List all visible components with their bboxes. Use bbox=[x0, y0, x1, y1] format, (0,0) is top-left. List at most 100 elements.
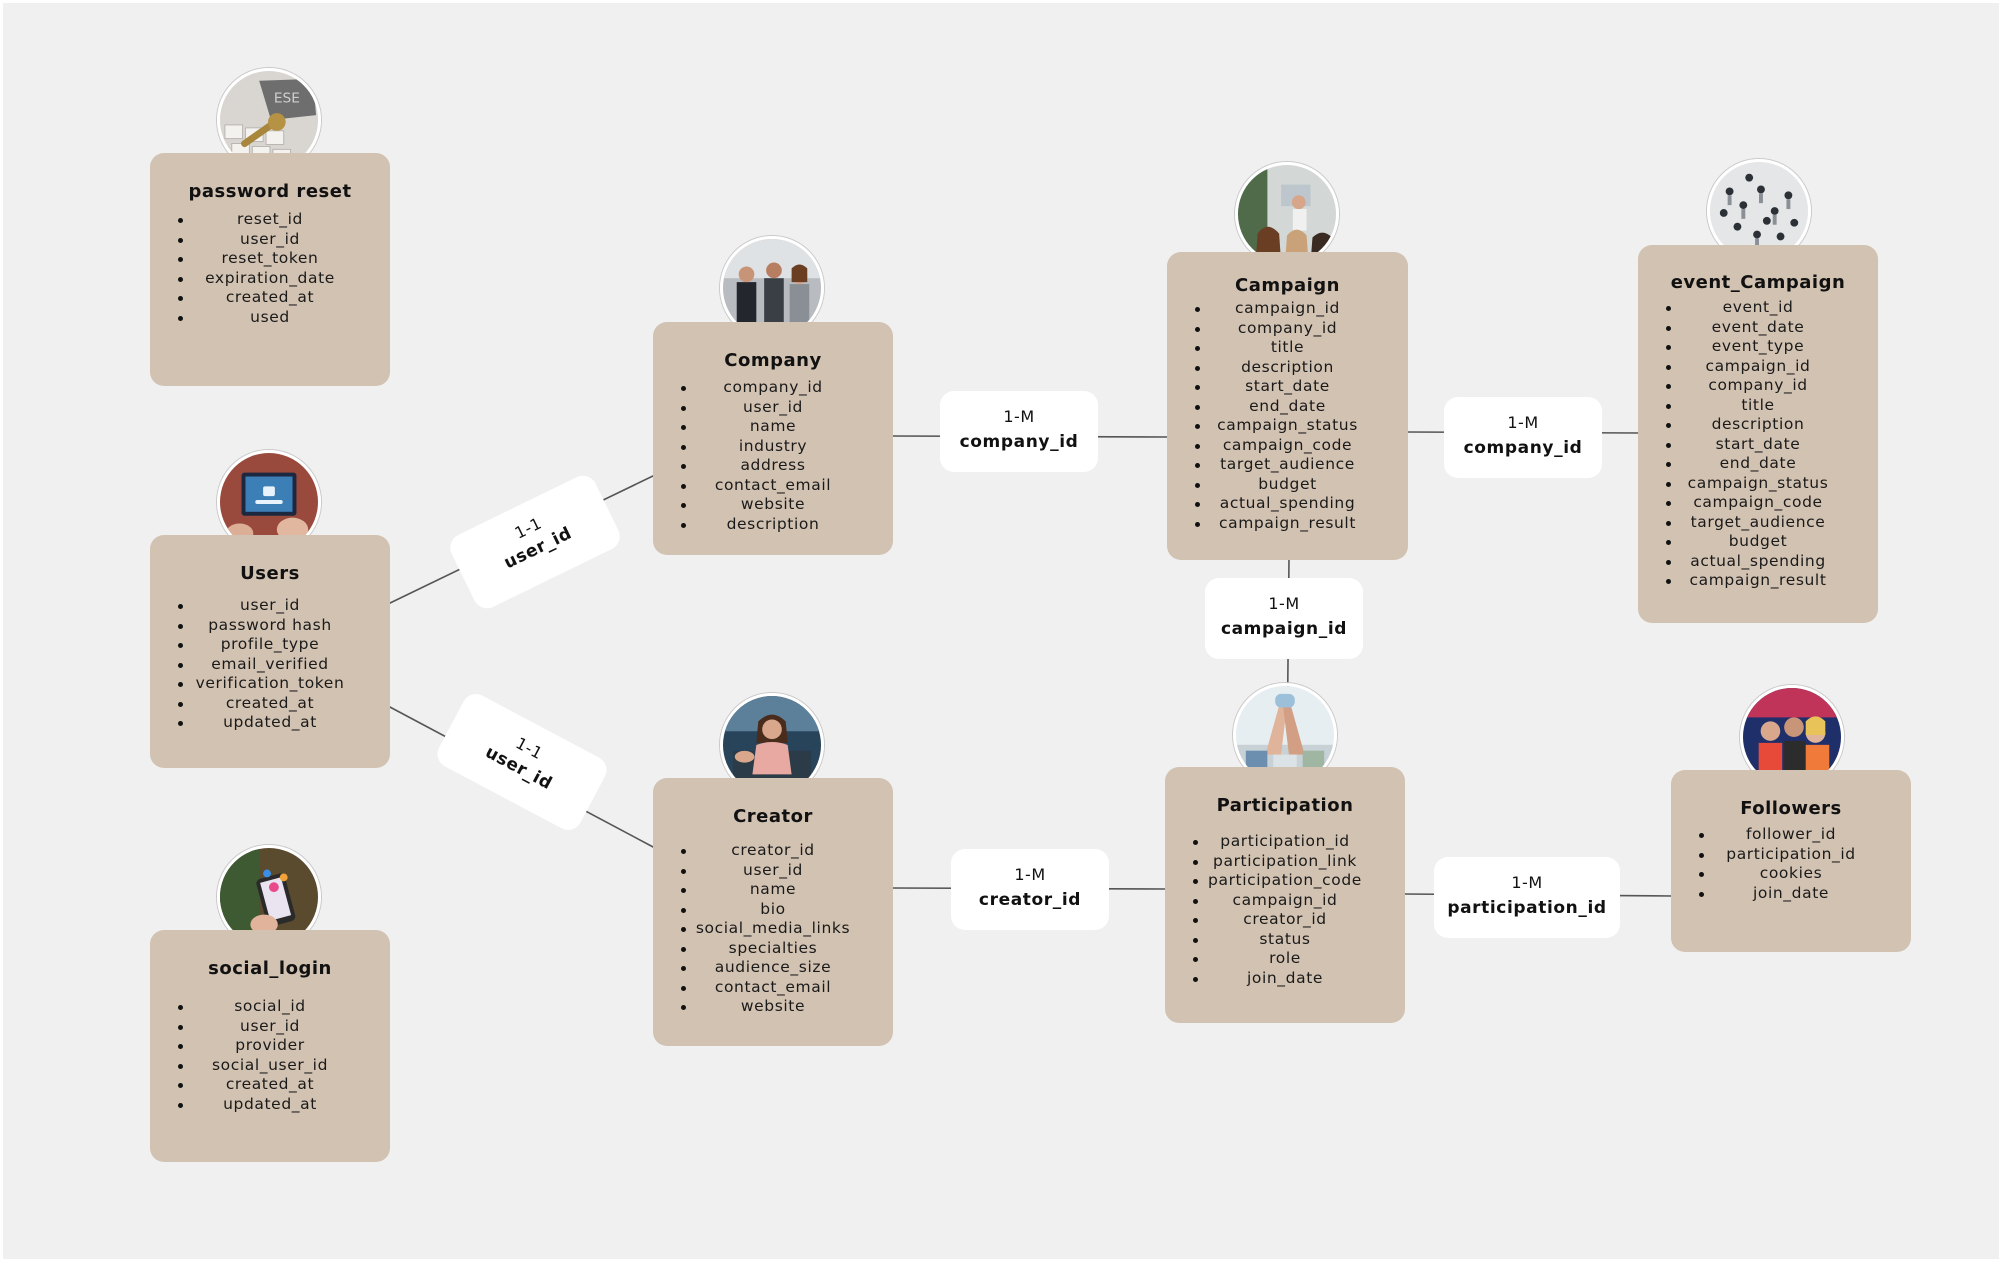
field: creator_id bbox=[1165, 910, 1405, 930]
field: description bbox=[1167, 358, 1408, 378]
field: target_audience bbox=[1638, 513, 1878, 533]
field: email_verified bbox=[150, 655, 390, 675]
field: website bbox=[653, 997, 893, 1017]
field: join_date bbox=[1165, 969, 1405, 989]
field: budget bbox=[1638, 532, 1878, 552]
field: start_date bbox=[1638, 435, 1878, 455]
password-reset-entity: password reset reset_id user_id reset_to… bbox=[150, 153, 390, 386]
relationship-key: participation_id bbox=[1447, 898, 1607, 918]
field-list: creator_id user_id name bio social_media… bbox=[653, 841, 893, 1017]
field: name bbox=[653, 880, 893, 900]
field: address bbox=[653, 456, 893, 476]
relationship-cardinality: 1-M bbox=[1507, 413, 1539, 432]
campaign-entity: Campaign campaign_id company_id title de… bbox=[1167, 252, 1408, 560]
key-keyboard-icon: ESE bbox=[220, 71, 318, 169]
field: event_type bbox=[1638, 337, 1878, 357]
field: user_id bbox=[150, 596, 390, 616]
field: participation_id bbox=[1165, 832, 1405, 852]
crowd-icon bbox=[1710, 162, 1808, 260]
relationship-campaign-participation: 1-M campaign_id bbox=[1205, 578, 1363, 659]
entity-title: event_Campaign bbox=[1670, 272, 1846, 293]
field: bio bbox=[653, 900, 893, 920]
field: campaign_id bbox=[1638, 357, 1878, 377]
field-list: event_id event_date event_type campaign_… bbox=[1638, 298, 1878, 591]
field: campaign_id bbox=[1167, 299, 1408, 319]
field: contact_email bbox=[653, 476, 893, 496]
field: expiration_date bbox=[150, 269, 390, 289]
field: campaign_result bbox=[1638, 571, 1878, 591]
field: campaign_status bbox=[1167, 416, 1408, 436]
field: website bbox=[653, 495, 893, 515]
field: status bbox=[1165, 930, 1405, 950]
field-list: social_id user_id provider social_user_i… bbox=[150, 997, 390, 1114]
relationship-company-campaign: 1-M company_id bbox=[940, 391, 1098, 472]
users-entity: Users user_id password hash profile_type… bbox=[150, 535, 390, 768]
entity-title: Company bbox=[724, 350, 822, 371]
followers-entity: Followers follower_id participation_id c… bbox=[1671, 770, 1911, 952]
field: join_date bbox=[1671, 884, 1911, 904]
relationship-campaign-event: 1-M company_id bbox=[1444, 397, 1602, 478]
field-list: company_id user_id name industry address… bbox=[653, 378, 893, 534]
relationship-cardinality: 1-M bbox=[1014, 865, 1046, 884]
tablet-lock-icon bbox=[220, 453, 318, 551]
field: updated_at bbox=[150, 1095, 390, 1115]
field-list: campaign_id company_id title description… bbox=[1167, 299, 1408, 533]
field-list: follower_id participation_id cookies joi… bbox=[1671, 825, 1911, 903]
entity-title: social_login bbox=[208, 958, 332, 979]
campaign-photo bbox=[1235, 162, 1339, 266]
field: budget bbox=[1167, 475, 1408, 495]
entity-title: Users bbox=[240, 563, 300, 584]
field: description bbox=[653, 515, 893, 535]
relationship-participation-followers: 1-M participation_id bbox=[1434, 857, 1620, 938]
field: user_id bbox=[653, 398, 893, 418]
relationship-key: creator_id bbox=[978, 890, 1082, 910]
field: reset_id bbox=[150, 210, 390, 230]
field: user_id bbox=[150, 1017, 390, 1037]
field: created_at bbox=[150, 694, 390, 714]
field: campaign_code bbox=[1167, 436, 1408, 456]
field: creator_id bbox=[653, 841, 893, 861]
field: end_date bbox=[1638, 454, 1878, 474]
field: contact_email bbox=[653, 978, 893, 998]
field: created_at bbox=[150, 1075, 390, 1095]
field: used bbox=[150, 308, 390, 328]
field: verification_token bbox=[150, 674, 390, 694]
field: participation_id bbox=[1671, 845, 1911, 865]
field-list: user_id password hash profile_type email… bbox=[150, 596, 390, 733]
field: social_user_id bbox=[150, 1056, 390, 1076]
field: password hash bbox=[150, 616, 390, 636]
relationship-cardinality: 1-M bbox=[1511, 873, 1543, 892]
field: created_at bbox=[150, 288, 390, 308]
svg-text:ESE: ESE bbox=[274, 90, 300, 106]
entity-title: Followers bbox=[1740, 798, 1842, 819]
field: role bbox=[1165, 949, 1405, 969]
relationship-cardinality: 1-M bbox=[1268, 594, 1300, 613]
field: actual_spending bbox=[1638, 552, 1878, 572]
relationship-key: company_id bbox=[1463, 438, 1583, 458]
relationship-key: campaign_id bbox=[1220, 619, 1348, 639]
field: start_date bbox=[1167, 377, 1408, 397]
field: company_id bbox=[653, 378, 893, 398]
field: campaign_status bbox=[1638, 474, 1878, 494]
relationship-creator-participation: 1-M creator_id bbox=[951, 849, 1109, 930]
creator-entity: Creator creator_id user_id name bio soci… bbox=[653, 778, 893, 1046]
meeting-icon bbox=[1238, 165, 1336, 263]
entity-title: password reset bbox=[188, 181, 352, 202]
field: user_id bbox=[653, 861, 893, 881]
field: profile_type bbox=[150, 635, 390, 655]
field: reset_token bbox=[150, 249, 390, 269]
field: company_id bbox=[1167, 319, 1408, 339]
field: event_date bbox=[1638, 318, 1878, 338]
field: target_audience bbox=[1167, 455, 1408, 475]
field: specialties bbox=[653, 939, 893, 959]
company-entity: Company company_id user_id name industry… bbox=[653, 322, 893, 555]
field: description bbox=[1638, 415, 1878, 435]
field: industry bbox=[653, 437, 893, 457]
field: end_date bbox=[1167, 397, 1408, 417]
field: social_id bbox=[150, 997, 390, 1017]
field: campaign_code bbox=[1638, 493, 1878, 513]
field: social_media_links bbox=[653, 919, 893, 939]
social-login-photo bbox=[217, 845, 321, 949]
password-reset-photo: ESE bbox=[217, 68, 321, 172]
field: name bbox=[653, 417, 893, 437]
